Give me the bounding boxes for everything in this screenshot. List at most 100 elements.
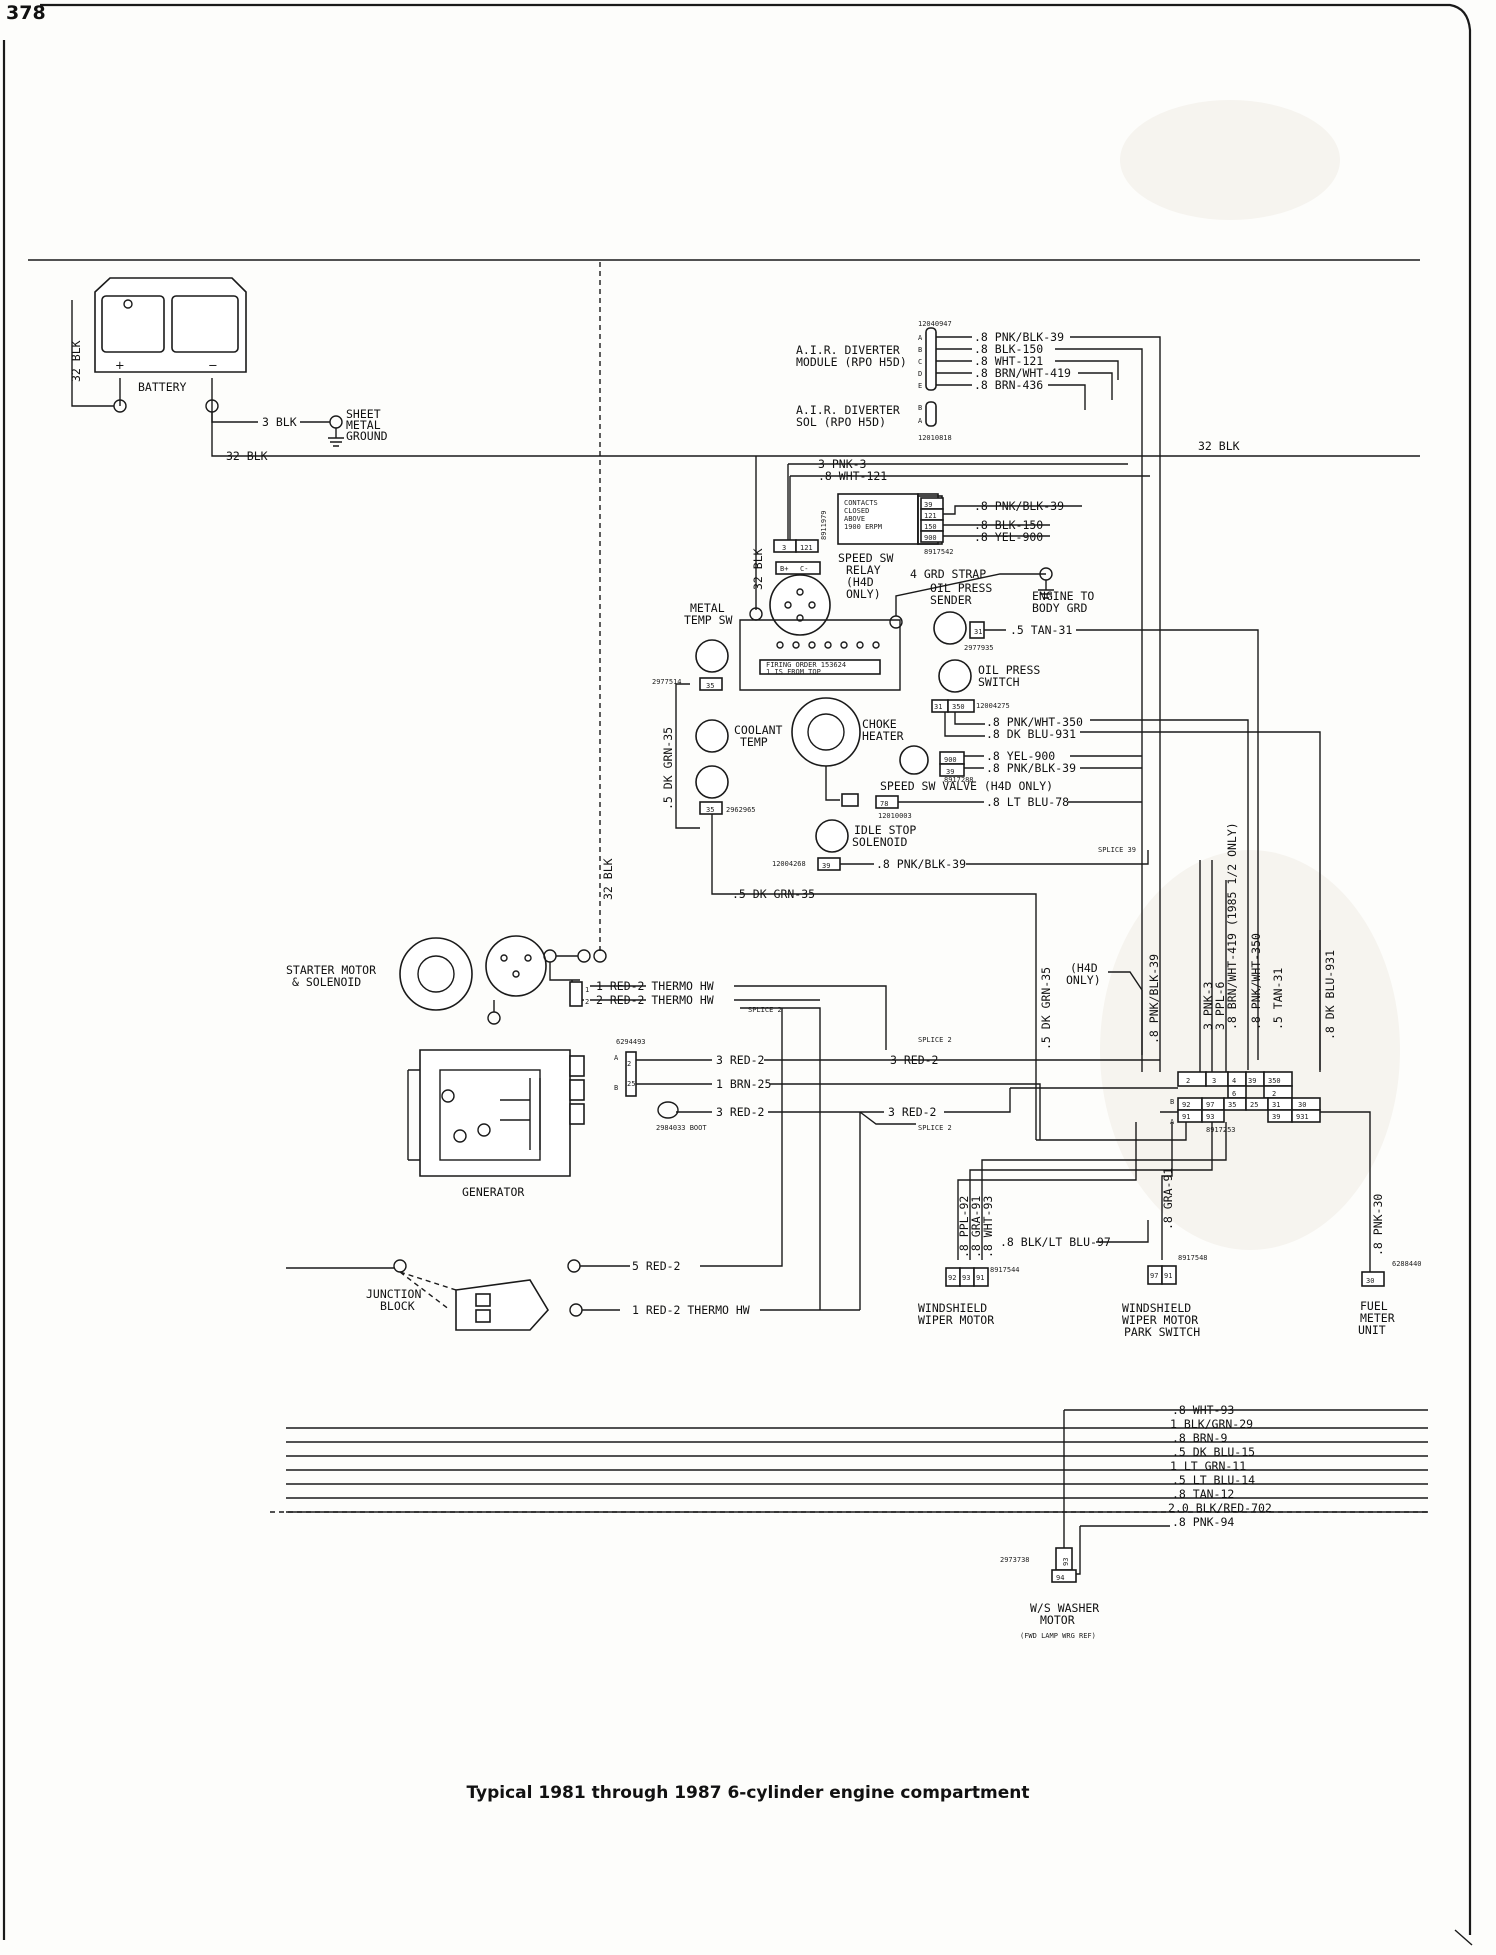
svg-text:B: B: [918, 404, 922, 412]
svg-text:.8 PNK-30: .8 PNK-30: [1371, 1194, 1385, 1256]
svg-text:12004268: 12004268: [772, 860, 806, 868]
svg-text:GENERATOR: GENERATOR: [462, 1185, 524, 1199]
svg-text:.8 WHT-121: .8 WHT-121: [974, 354, 1043, 368]
forward-lamp-harness: .8 WHT-93 1 BLK/GRN-29 .8 BRN-9 .5 DK BL…: [270, 1403, 1428, 1575]
svg-text:RELAY: RELAY: [846, 563, 881, 577]
svg-text:35: 35: [706, 682, 714, 690]
junction-block: 5 RED-2 1 RED-2 THERMO HW JUNCTION BLOCK: [286, 1008, 860, 1331]
svg-text:W/S WASHER: W/S WASHER: [1030, 1601, 1099, 1615]
svg-text:2: 2: [627, 1060, 631, 1068]
svg-text:.8 PNK/BLK-39: .8 PNK/BLK-39: [974, 499, 1064, 513]
battery-wire-bottom: 32 BLK: [226, 449, 268, 463]
svg-text:3 PNK-3: 3 PNK-3: [818, 457, 867, 471]
svg-text:.8 TAN-12: .8 TAN-12: [1172, 1487, 1234, 1501]
svg-text:31: 31: [934, 703, 942, 711]
air-diverter-sol: A.I.R. DIVERTER SOL (RPO H5D) B A 120108…: [796, 401, 952, 442]
svg-text:A: A: [918, 417, 923, 425]
svg-text:1 LT GRN-11: 1 LT GRN-11: [1170, 1459, 1246, 1473]
svg-text:.5 LT BLU-14: .5 LT BLU-14: [1172, 1473, 1255, 1487]
svg-text:.8 BLK-150: .8 BLK-150: [974, 342, 1043, 356]
svg-text:2962965: 2962965: [726, 806, 756, 814]
svg-text:SPEED SW VALVE (H4D ONLY): SPEED SW VALVE (H4D ONLY): [880, 779, 1053, 793]
svg-text:6: 6: [1232, 1090, 1236, 1098]
svg-text:.8 PNK/BLK-39: .8 PNK/BLK-39: [1147, 954, 1161, 1044]
svg-text:1 RED-2 THERMO HW: 1 RED-2 THERMO HW: [632, 1303, 750, 1317]
fuel-meter-unit: .8 PNK-30 6288440 30 FUEL METER UNIT: [1320, 1111, 1422, 1337]
wiper-park-switch: .8 BLK/LT BLU-97 .8 GRA-91 97 91 8917548…: [1000, 1122, 1208, 1339]
svg-text:1: 1: [585, 986, 589, 994]
svg-text:METAL: METAL: [690, 601, 725, 615]
svg-text:ONLY): ONLY): [1066, 973, 1101, 987]
svg-text:SOLENOID: SOLENOID: [852, 835, 907, 849]
battery-wire-ground: 3 BLK: [262, 415, 297, 429]
temp-sensors: 2977514 35 .5 DK GRN-35 COOLANT TEMP 35 …: [652, 639, 1037, 1140]
svg-text:SPLICE 2: SPLICE 2: [918, 1124, 952, 1132]
svg-text:SPLICE 2: SPLICE 2: [918, 1036, 952, 1044]
svg-text:SPLICE 2: SPLICE 2: [748, 1006, 782, 1014]
svg-text:.8 BRN/WHT-419 (1985 1/2 ONLY): .8 BRN/WHT-419 (1985 1/2 ONLY): [1225, 822, 1239, 1030]
paper-stain: [1100, 850, 1400, 1250]
svg-text:3 RED-2: 3 RED-2: [890, 1053, 938, 1067]
svg-text:.8 YEL-900: .8 YEL-900: [974, 530, 1043, 544]
svg-text:121: 121: [800, 544, 813, 552]
svg-text:2: 2: [1272, 1090, 1276, 1098]
svg-text:35: 35: [706, 806, 714, 814]
svg-text:CONTACTS: CONTACTS: [844, 499, 878, 507]
svg-text:6288440: 6288440: [1392, 1260, 1422, 1268]
battery: + − BATTERY 32 BLK 32 BLK 3 BLK SHEET ME…: [28, 259, 1420, 463]
svg-text:.8 PNK/WHT-350: .8 PNK/WHT-350: [1249, 933, 1263, 1030]
svg-text:350: 350: [1268, 1077, 1281, 1085]
svg-text:12010818: 12010818: [918, 434, 952, 442]
svg-text:.8 WHT-121: .8 WHT-121: [818, 469, 887, 483]
svg-text:IDLE STOP: IDLE STOP: [854, 823, 916, 837]
svg-text:4: 4: [1232, 1077, 1236, 1085]
svg-text:.8 PNK-94: .8 PNK-94: [1172, 1515, 1234, 1529]
svg-text:ENGINE TO: ENGINE TO: [1032, 589, 1094, 603]
svg-text:SPLICE 39: SPLICE 39: [1098, 846, 1136, 854]
svg-text:3: 3: [1212, 1077, 1216, 1085]
svg-text:8911979: 8911979: [820, 510, 828, 540]
svg-text:350: 350: [952, 703, 965, 711]
svg-text:C: C: [918, 358, 922, 366]
battery-wire-left: 32 BLK: [69, 340, 83, 382]
air-diverter-module: 12040947 A.I.R. DIVERTER MODULE (RPO H5D…: [796, 320, 1161, 1055]
ground-label-3: GROUND: [346, 429, 388, 443]
svg-text:91: 91: [976, 1274, 984, 1282]
speed-sw-relay: 3 PNK-3 .8 WHT-121 CONTACTS CLOSED ABOVE…: [755, 456, 1150, 636]
svg-text:35: 35: [1228, 1101, 1236, 1109]
svg-text:92: 92: [948, 1274, 956, 1282]
svg-text:.8 DK BLU-931: .8 DK BLU-931: [1323, 950, 1337, 1040]
svg-text:SOL (RPO H5D): SOL (RPO H5D): [796, 415, 886, 429]
svg-text:5 RED-2: 5 RED-2: [632, 1259, 680, 1273]
svg-text:30: 30: [1366, 1277, 1374, 1285]
svg-text:MOTOR: MOTOR: [1040, 1613, 1075, 1627]
svg-text:2 RED-2 THERMO HW: 2 RED-2 THERMO HW: [596, 993, 714, 1007]
svg-text:900: 900: [924, 534, 937, 542]
svg-text:B+: B+: [780, 565, 788, 573]
svg-text:39: 39: [946, 768, 954, 776]
figure-caption: Typical 1981 through 1987 6-cylinder eng…: [466, 1783, 1030, 1803]
svg-text:STARTER MOTOR: STARTER MOTOR: [286, 963, 376, 977]
svg-text:30: 30: [1298, 1101, 1306, 1109]
svg-text:.8 GRA-91: .8 GRA-91: [1161, 1168, 1175, 1230]
svg-text:91: 91: [1164, 1272, 1172, 1280]
page-number: 378: [6, 2, 46, 24]
svg-text:12004275: 12004275: [976, 702, 1010, 710]
svg-text:.8 BRN/WHT-419: .8 BRN/WHT-419: [974, 366, 1071, 380]
svg-text:PARK SWITCH: PARK SWITCH: [1124, 1325, 1200, 1339]
svg-text:& SOLENOID: & SOLENOID: [292, 975, 361, 989]
vertical-harness: (H4D ONLY) .5 DK GRN-35 .8 PNK/BLK-39 3 …: [1039, 822, 1337, 1072]
svg-text:(FWD LAMP WRG REF): (FWD LAMP WRG REF): [1020, 1632, 1096, 1640]
svg-text:12040947: 12040947: [918, 320, 952, 328]
svg-text:.8 BLK/LT BLU-97: .8 BLK/LT BLU-97: [1000, 1235, 1111, 1249]
svg-text:WINDSHIELD: WINDSHIELD: [1122, 1301, 1191, 1315]
svg-text:2: 2: [1186, 1077, 1190, 1085]
svg-text:COOLANT: COOLANT: [734, 723, 783, 737]
svg-text:.5 DK GRN-35: .5 DK GRN-35: [732, 887, 815, 901]
svg-text:.5 TAN-31: .5 TAN-31: [1010, 623, 1072, 637]
oil-press: OIL PRESS SENDER 31 2977935 .5 TAN-31 OI…: [930, 581, 1321, 1070]
battery-label: BATTERY: [138, 380, 187, 394]
svg-text:3 RED-2: 3 RED-2: [716, 1105, 764, 1119]
svg-text:.8 PNK/WHT-350: .8 PNK/WHT-350: [986, 715, 1083, 729]
svg-text:1 BLK/GRN-29: 1 BLK/GRN-29: [1170, 1417, 1253, 1431]
